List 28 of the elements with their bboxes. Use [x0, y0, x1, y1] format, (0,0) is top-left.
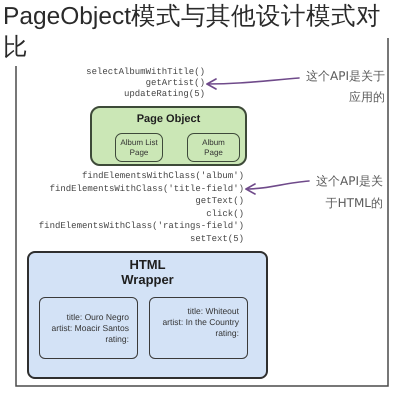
field-text: title: Ouro Negro: [66, 312, 129, 323]
component-box: Album Page: [187, 133, 240, 162]
code-line: findElementsWithClass('ratings-field'): [38, 220, 244, 232]
box-heading: HTML Wrapper: [120, 257, 175, 287]
code-line: click(): [206, 208, 244, 220]
code-line: setText(5): [190, 232, 244, 245]
record-card: [39, 297, 138, 359]
annotation-text: 这个API是关于HTML的: [311, 170, 383, 214]
code-line: updateRating(5): [124, 89, 205, 100]
arrow: [245, 180, 310, 195]
code-line: getArtist(): [146, 78, 205, 89]
record-card: [149, 297, 248, 359]
code-line: findElementsWithClass('album'): [82, 170, 244, 182]
code-line: selectAlbumWithTitle(): [86, 67, 205, 78]
field-text: rating:: [105, 334, 129, 345]
page-title: PageObject模式与其他设计模式对比: [3, 2, 382, 63]
field-text: title: Whiteout: [188, 306, 239, 317]
field-text: rating:: [215, 328, 239, 339]
field-text: artist: In the Country: [162, 317, 239, 328]
annotation-text: 这个API是关于应用的: [301, 66, 385, 108]
box-heading: Page Object: [136, 112, 200, 127]
container-box: [27, 251, 268, 379]
component-box: Album List Page: [115, 133, 163, 162]
arrow: [206, 77, 300, 90]
field-text: artist: Moacir Santos: [52, 323, 129, 334]
code-line: findElementsWithClass('title-field'): [50, 182, 244, 195]
module-box: [90, 106, 247, 166]
code-line: getText(): [195, 195, 244, 208]
